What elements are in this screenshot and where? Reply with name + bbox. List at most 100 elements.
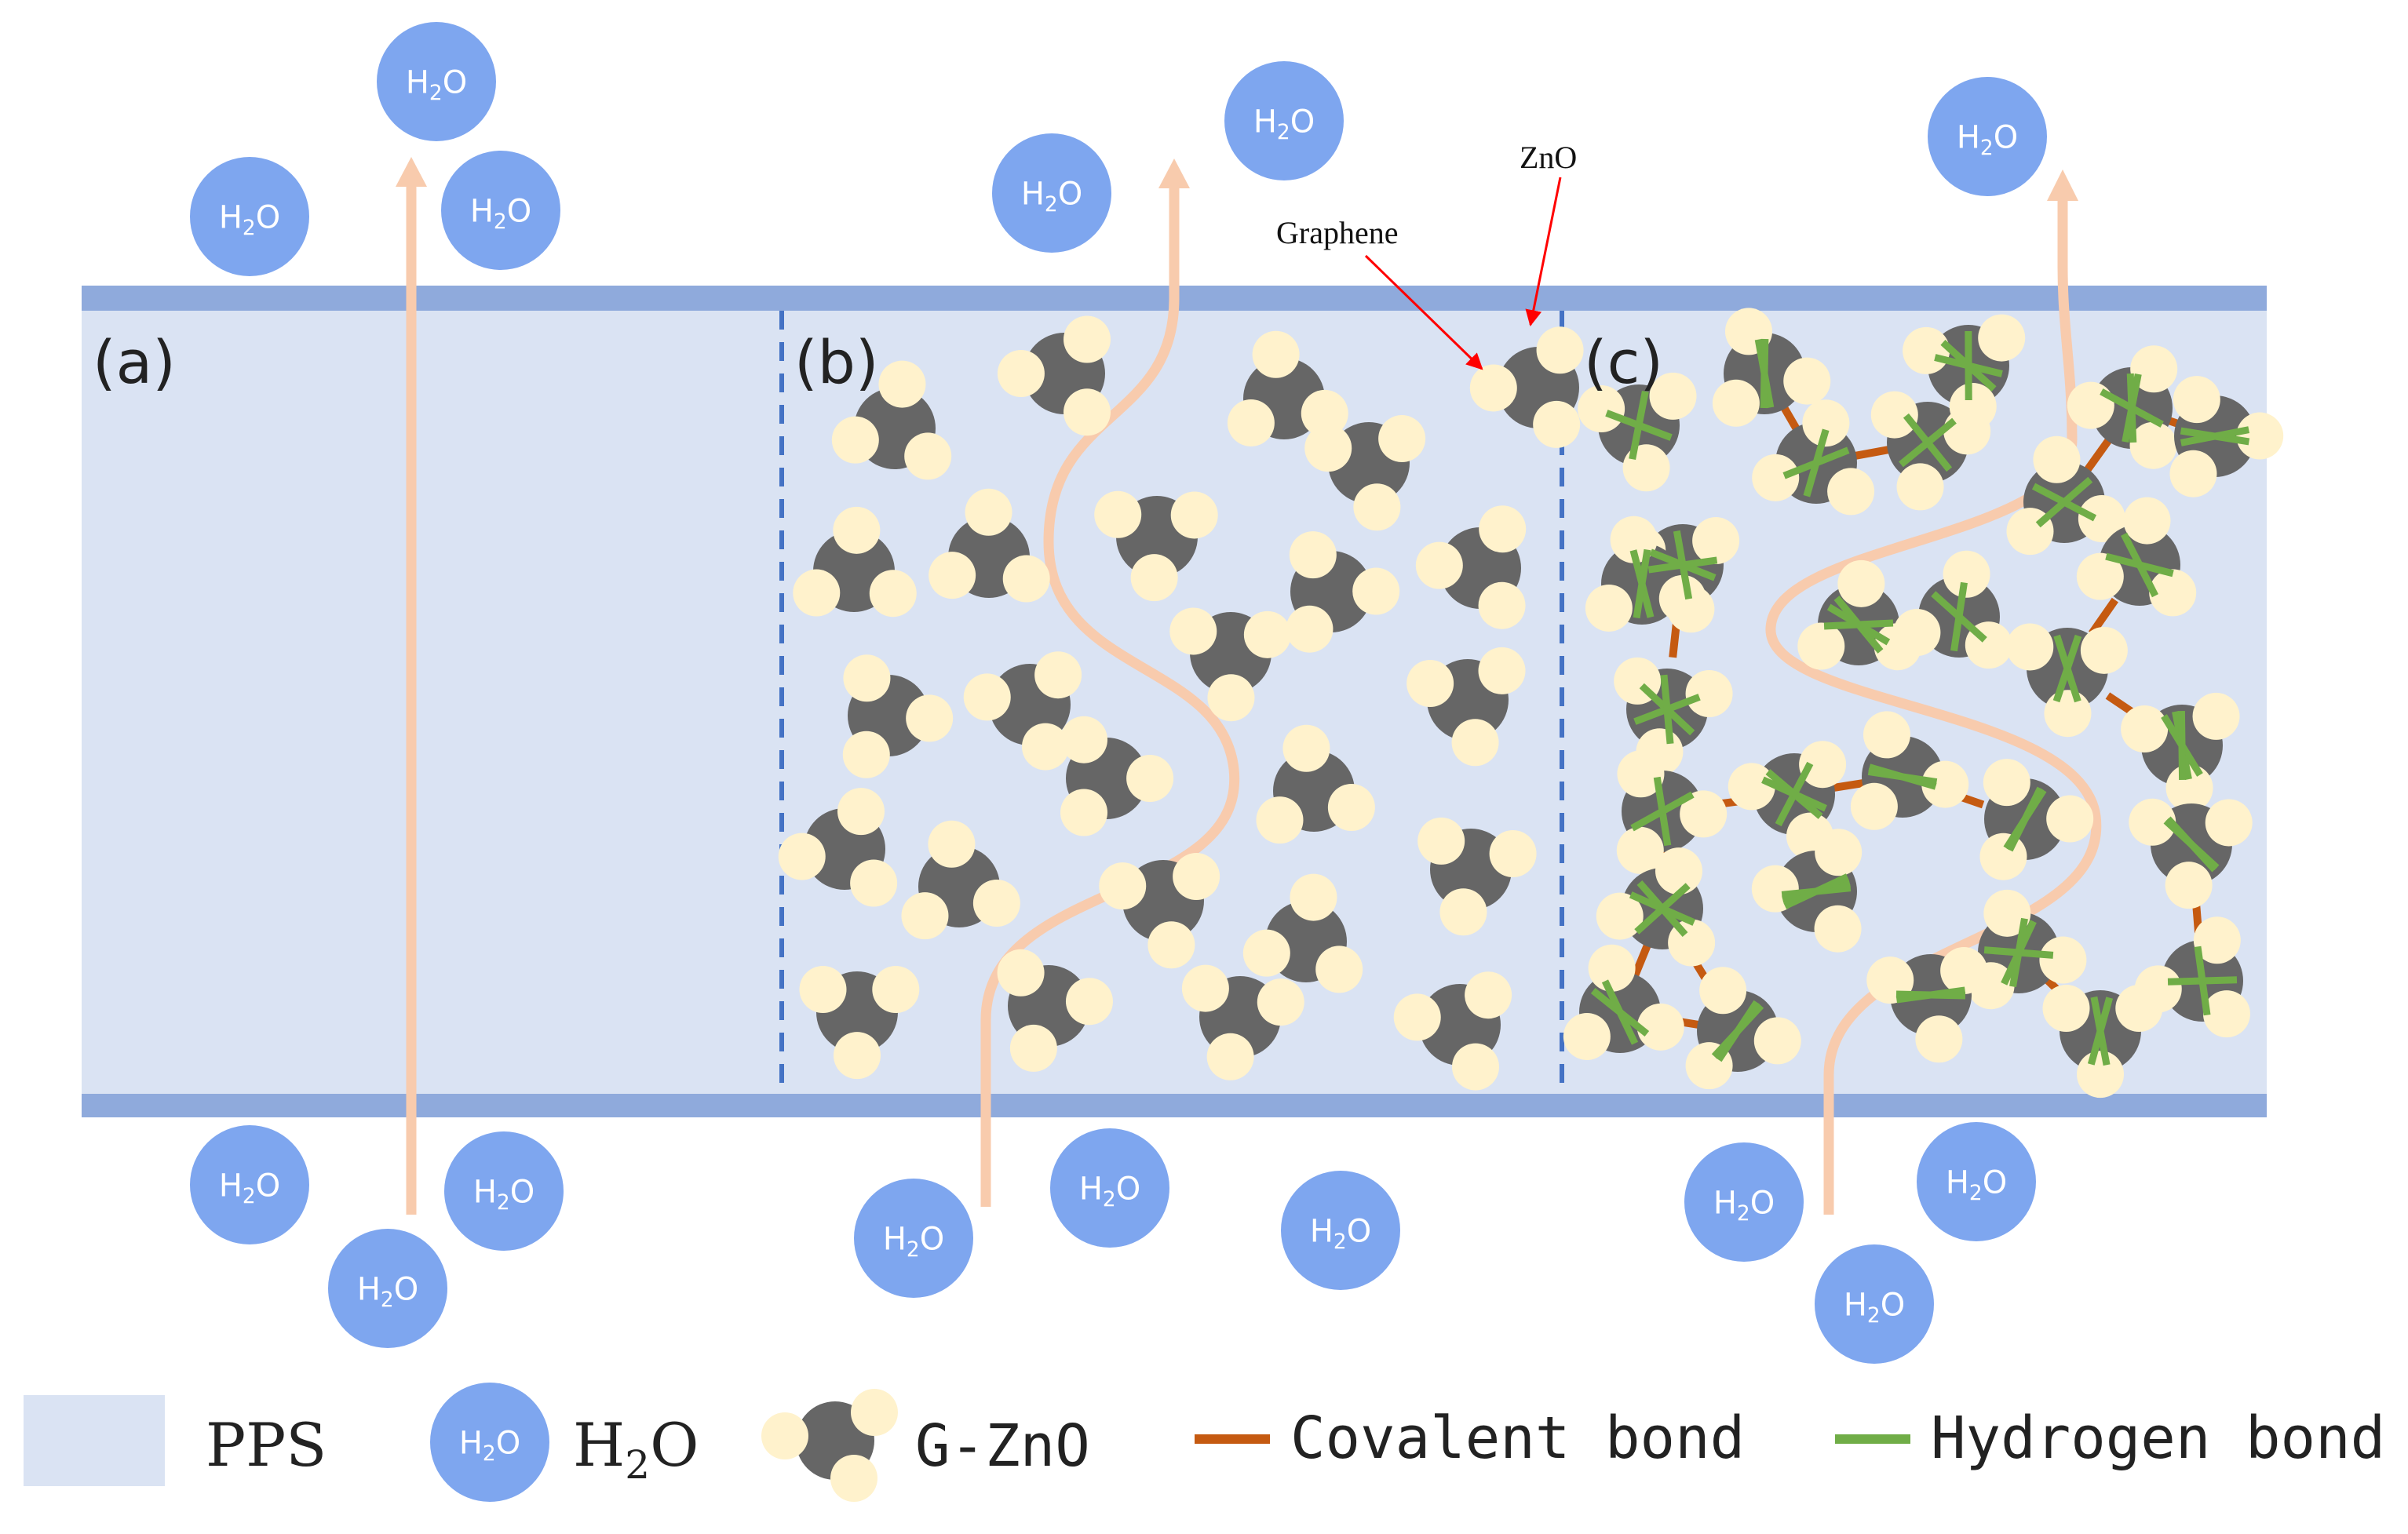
graphene-callout-arrow xyxy=(1364,254,1483,370)
hydrogen-bond xyxy=(1660,674,1674,745)
h2o-label: H2O xyxy=(406,64,467,105)
zno-sphere xyxy=(904,432,952,480)
g-zno-particle xyxy=(1752,399,1875,516)
zno-sphere xyxy=(833,506,881,554)
zno-sphere xyxy=(2165,764,2213,812)
h2o-molecule: H2O xyxy=(1815,1244,1934,1364)
zno-sphere xyxy=(1863,711,1911,759)
zno-sphere xyxy=(997,350,1045,397)
zno-sphere xyxy=(1304,424,1352,472)
zno-sphere xyxy=(1060,789,1107,836)
hydrogen-bond xyxy=(1983,946,2054,959)
zno-sphere xyxy=(1578,384,1625,432)
h2o-molecule: H2O xyxy=(441,151,560,270)
zno-sphere xyxy=(2033,435,2081,483)
zno-sphere xyxy=(1094,490,1142,538)
zno-sphere xyxy=(2006,623,2054,671)
zno-sphere xyxy=(1227,399,1275,446)
hydrogen-bond xyxy=(2035,476,2093,528)
h2o-label: H2O xyxy=(1310,1213,1371,1254)
h2o-label: H2O xyxy=(1946,1164,2007,1205)
zno-sphere xyxy=(1282,724,1330,772)
zno-sphere xyxy=(1060,716,1107,763)
h2o-label: H2O xyxy=(459,1425,520,1466)
zno-sphere xyxy=(878,360,926,408)
zno-sphere xyxy=(1903,326,1950,374)
covalent-bond xyxy=(1629,940,1653,981)
h2o-label: H2O xyxy=(1253,104,1315,144)
zno-sphere xyxy=(2042,985,2090,1032)
h2o-label: H2O xyxy=(1021,176,1082,217)
g-zno-particle xyxy=(799,966,920,1080)
zno-sphere xyxy=(2039,936,2087,984)
covalent-bond xyxy=(1851,445,1893,461)
zno-sphere xyxy=(1850,782,1898,830)
zno-sphere xyxy=(1489,830,1537,878)
g-zno-particle xyxy=(963,651,1082,771)
zno-sphere xyxy=(1170,491,1218,539)
zno-sphere xyxy=(2236,412,2284,460)
membrane-bottom-border xyxy=(82,1094,2267,1117)
h2o-label: H2O xyxy=(883,1221,944,1262)
zno-sphere xyxy=(2169,450,2217,497)
zno-sphere xyxy=(1243,610,1291,658)
zno-sphere xyxy=(1207,674,1255,722)
legend-g-zno-label: G-ZnO xyxy=(915,1412,1090,1480)
zno-sphere xyxy=(1465,971,1512,1019)
zno-sphere xyxy=(2173,376,2220,424)
zno-sphere xyxy=(1126,755,1174,802)
zno-sphere xyxy=(1837,559,1885,607)
zno-callout-arrow xyxy=(1525,177,1562,327)
zno-sphere xyxy=(1242,929,1290,977)
zno-sphere xyxy=(2202,990,2250,1038)
zno-sphere xyxy=(1327,784,1375,832)
hydrogen-bond xyxy=(1803,428,1830,497)
zno-sphere xyxy=(1636,1003,1684,1051)
hydrogen-bond xyxy=(1590,987,1650,1037)
g-zno-particle xyxy=(1256,724,1375,844)
zno-sphere xyxy=(1181,964,1229,1012)
zno-sphere xyxy=(1802,399,1850,447)
zno-sphere xyxy=(851,1389,898,1436)
path-a-arrowhead xyxy=(396,157,427,187)
zno-sphere xyxy=(2192,692,2240,740)
zno-sphere xyxy=(837,788,885,836)
hydrogen-bond xyxy=(1823,619,1894,630)
zno-sphere xyxy=(963,673,1011,721)
zno-sphere xyxy=(1870,391,1918,439)
zno-sphere xyxy=(2129,421,2177,469)
zno-sphere xyxy=(1617,750,1665,798)
h2o-molecule: H2O xyxy=(1224,61,1344,180)
covalent-bond xyxy=(2082,435,2114,475)
zno-sphere xyxy=(1451,719,1499,767)
covalent-bond xyxy=(2089,597,2118,636)
zno-sphere xyxy=(1315,946,1363,993)
zno-sphere xyxy=(929,552,976,599)
zno-sphere xyxy=(2130,345,2178,393)
hydrogen-bond xyxy=(1895,990,1966,1000)
hydrogen-bond xyxy=(1765,769,1823,819)
hydrogen-bond xyxy=(1634,883,1691,935)
zno-sphere xyxy=(1256,796,1304,844)
zno-sphere xyxy=(1353,483,1401,531)
zno-sphere xyxy=(1692,517,1740,565)
zno-sphere xyxy=(1799,741,1847,789)
g-zno-particle xyxy=(997,315,1111,436)
g-zno-particle xyxy=(901,820,1020,940)
h2o-label: H2O xyxy=(470,193,531,234)
zno-sphere xyxy=(1797,622,1845,670)
zno-sphere xyxy=(2165,862,2213,909)
zno-sphere xyxy=(1896,463,1944,511)
hydrogen-bond xyxy=(1633,548,1651,619)
zno-sphere xyxy=(2080,626,2128,674)
zno-sphere xyxy=(1252,330,1300,378)
h2o-molecule: H2O xyxy=(328,1229,447,1348)
zno-sphere xyxy=(1658,574,1706,622)
hydrogen-bond xyxy=(1653,776,1672,847)
g-zno-particle xyxy=(2121,692,2240,812)
zno-sphere xyxy=(972,880,1020,927)
zno-sphere xyxy=(1065,978,1113,1026)
g-zno-particle xyxy=(1060,716,1174,836)
zno-sphere xyxy=(2044,690,2092,738)
g-zno-particle xyxy=(1181,964,1304,1080)
